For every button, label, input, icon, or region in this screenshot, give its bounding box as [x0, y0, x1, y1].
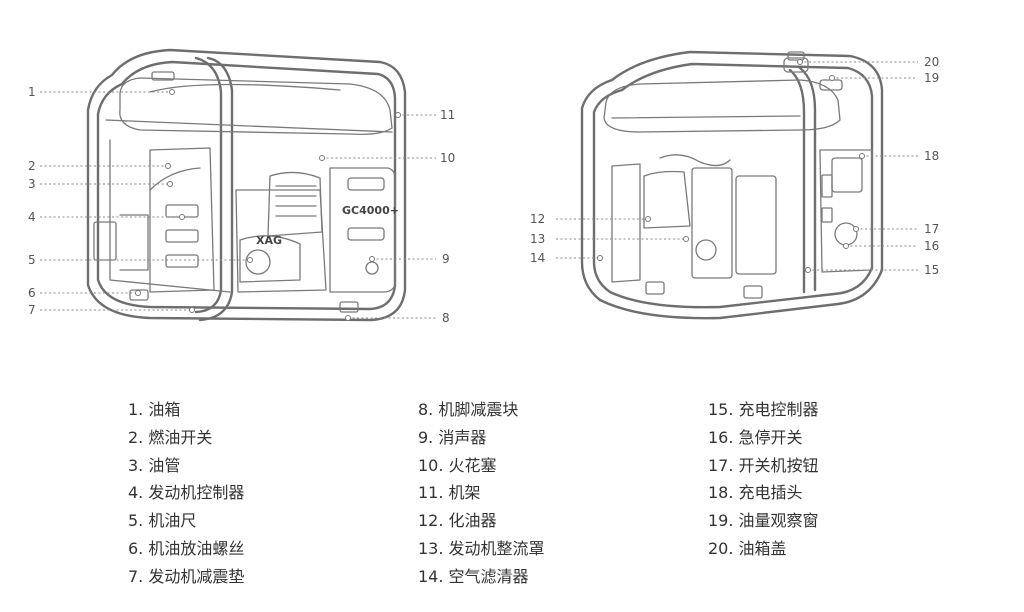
generator-parts-diagram: XAG GC4000+ [28, 48, 939, 325]
callout-13: 13 [530, 232, 545, 246]
legend-column-3: 15. 充电控制器 16. 急停开关 17. 开关机按钮 18. 充电插头 19… [708, 396, 819, 563]
legend-column-2: 8. 机脚减震块 9. 消声器 10. 火花塞 11. 机架 12. 化油器 1… [418, 396, 545, 591]
callout-8: 8 [442, 311, 450, 325]
legend-item: 12. 化油器 [418, 511, 497, 531]
callout-20: 20 [924, 55, 939, 69]
callout-19: 19 [924, 71, 939, 85]
callout-5: 5 [28, 253, 36, 267]
model-label: GC4000+ [342, 204, 399, 217]
legend-item: 1. 油箱 [128, 400, 181, 419]
brand-label-front: XAG [256, 234, 282, 247]
callout-17: 17 [924, 222, 939, 236]
legend-item: 17. 开关机按钮 [708, 455, 819, 475]
legend-item: 7. 发动机减震垫 [128, 566, 245, 586]
legend-item: 11. 机架 [418, 483, 481, 503]
legend-item: 15. 充电控制器 [708, 400, 819, 419]
legend-item: 8. 机脚减震块 [418, 400, 519, 419]
legend-item: 13. 发动机整流罩 [418, 538, 545, 558]
callout-3: 3 [28, 177, 36, 191]
legend-item: 19. 油量观察窗 [708, 511, 819, 531]
callout-11: 11 [440, 108, 455, 122]
callout-16: 16 [924, 239, 939, 253]
legend-item: 3. 油管 [128, 455, 181, 475]
callout-10: 10 [440, 151, 455, 165]
legend-item: 4. 发动机控制器 [128, 483, 245, 503]
callout-9: 9 [442, 252, 450, 266]
legend-item: 2. 燃油开关 [128, 427, 213, 447]
callout-2: 2 [28, 159, 36, 173]
legend-item: 6. 机油放油螺丝 [128, 538, 245, 558]
callout-4: 4 [28, 210, 36, 224]
legend-item: 14. 空气滤清器 [418, 566, 529, 586]
callout-14: 14 [530, 251, 545, 265]
legend-item: 10. 火花塞 [418, 455, 497, 475]
generator-rear-view [580, 50, 884, 320]
callout-15: 15 [924, 263, 939, 277]
legend-item: 5. 机油尺 [128, 511, 197, 531]
legend-column-1: 1. 油箱 2. 燃油开关 3. 油管 4. 发动机控制器 5. 机油尺 6. … [128, 396, 244, 591]
callout-7: 7 [28, 303, 36, 317]
callouts: 1 2 3 4 5 6 7 8 9 10 11 12 13 14 15 [28, 55, 939, 325]
legend-item: 18. 充电插头 [708, 483, 803, 503]
legend-item: 16. 急停开关 [708, 427, 803, 447]
legend-item: 9. 消声器 [418, 427, 487, 447]
callout-6: 6 [28, 286, 36, 300]
callout-1: 1 [28, 85, 36, 99]
legend-item: 20. 油箱盖 [708, 538, 787, 558]
generator-front-view: XAG GC4000+ [86, 48, 407, 322]
parts-legend: 1. 油箱 2. 燃油开关 3. 油管 4. 发动机控制器 5. 机油尺 6. … [0, 384, 1024, 604]
callout-12: 12 [530, 212, 545, 226]
callout-18: 18 [924, 149, 939, 163]
